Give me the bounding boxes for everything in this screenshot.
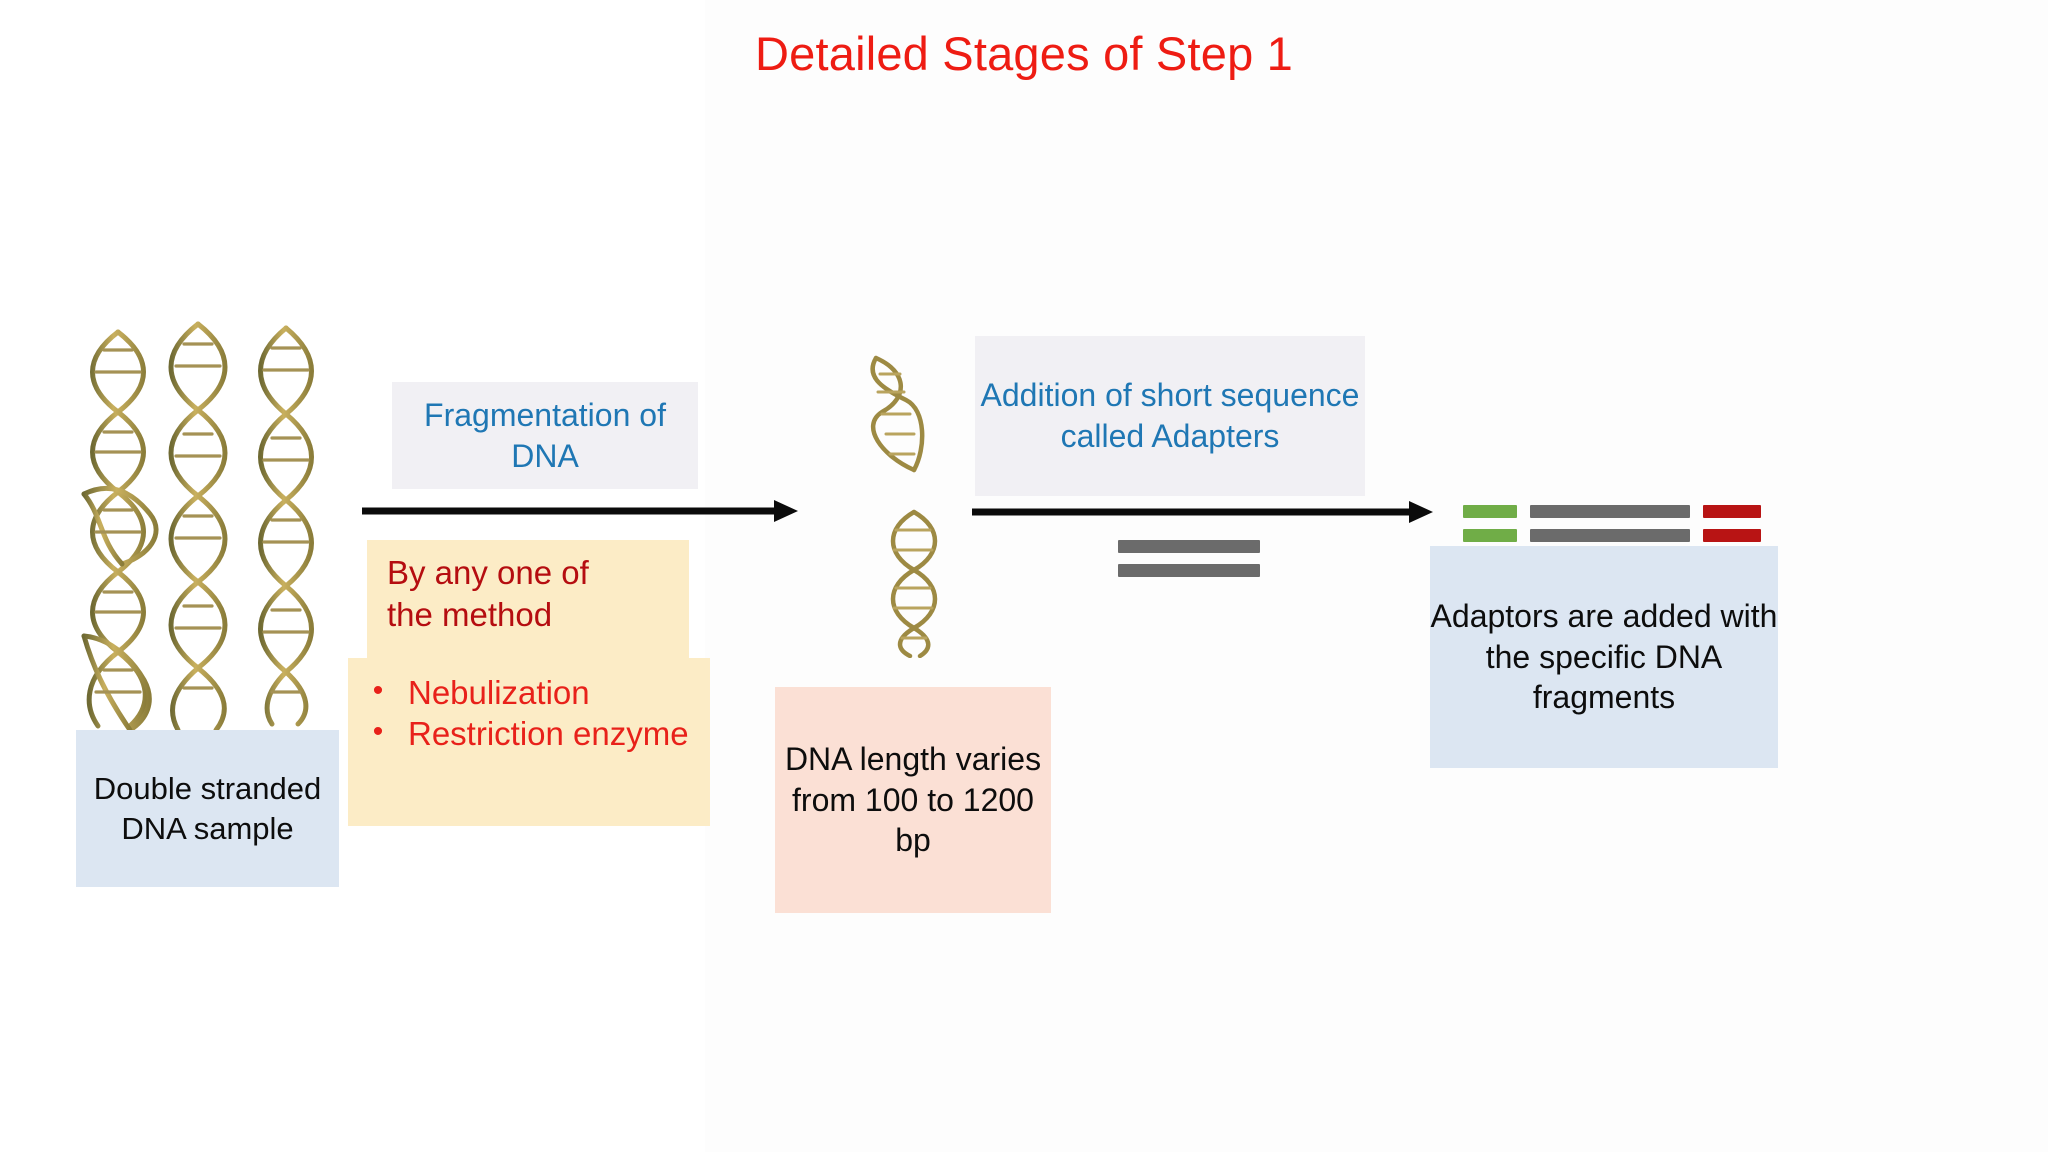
right-adapter-bar <box>1703 505 1761 518</box>
dna-fragment-bar-row <box>1118 540 1260 553</box>
left-adapter-bar <box>1463 529 1517 542</box>
background-panel-tint <box>705 0 2048 1152</box>
left-adapter-bar <box>1463 505 1517 518</box>
dna-fragment-bar <box>1530 505 1690 518</box>
dna-length-text: DNA length varies from 100 to 1200 bp <box>784 740 1042 859</box>
dna-fragment-helix-bottom-image <box>880 508 954 659</box>
dna-fragment-bar-row <box>1118 564 1260 577</box>
fragmentation-of-dna-text: Fragmentation of DNA <box>424 396 666 474</box>
dna-fragment-bar <box>1530 529 1690 542</box>
addition-of-adapters-label: Addition of short sequence called Adapte… <box>975 336 1365 496</box>
dna-fragment-helix-top-image <box>862 352 940 482</box>
dna-fragment-bars-diagram <box>1118 540 1260 577</box>
dna-fragment-bar <box>1118 540 1260 553</box>
arrow-adapter-ligation-icon <box>970 499 1435 530</box>
addition-of-adapters-text: Addition of short sequence called Adapte… <box>980 377 1360 454</box>
method-heading-text: By any one of the method <box>387 554 589 634</box>
fragmentation-of-dna-label: Fragmentation of DNA <box>392 382 698 489</box>
adapter-ligated-construct-diagram <box>1463 505 1761 542</box>
method-item-label-restriction-enzyme: Restriction enzyme <box>408 715 689 753</box>
method-item-label-nebulization: Nebulization <box>408 674 590 711</box>
dna-double-helix-bundle-image <box>78 320 338 733</box>
method-heading-box: By any one of the method <box>367 540 689 662</box>
bullet-icon: • <box>372 674 384 707</box>
dna-length-label: DNA length varies from 100 to 1200 bp <box>775 687 1051 913</box>
adaptors-added-label: Adaptors are added with the specific DNA… <box>1430 546 1778 768</box>
method-list-box: • Nebulization • Restriction enzyme <box>348 658 710 826</box>
bullet-icon: • <box>372 715 384 749</box>
arrow-fragmentation-icon <box>360 498 800 529</box>
adaptors-added-text: Adaptors are added with the specific DNA… <box>1430 597 1778 716</box>
adapter-construct-row <box>1463 505 1761 518</box>
double-stranded-dna-sample-text: Double stranded DNA sample <box>93 770 322 846</box>
dna-fragment-bar <box>1118 564 1260 577</box>
list-item: • Nebulization <box>348 672 710 713</box>
double-stranded-dna-sample-label: Double stranded DNA sample <box>76 730 339 887</box>
adapter-construct-row <box>1463 529 1761 542</box>
page-title: Detailed Stages of Step 1 <box>754 27 1294 80</box>
list-item: • Restriction enzyme <box>348 713 710 754</box>
right-adapter-bar <box>1703 529 1761 542</box>
